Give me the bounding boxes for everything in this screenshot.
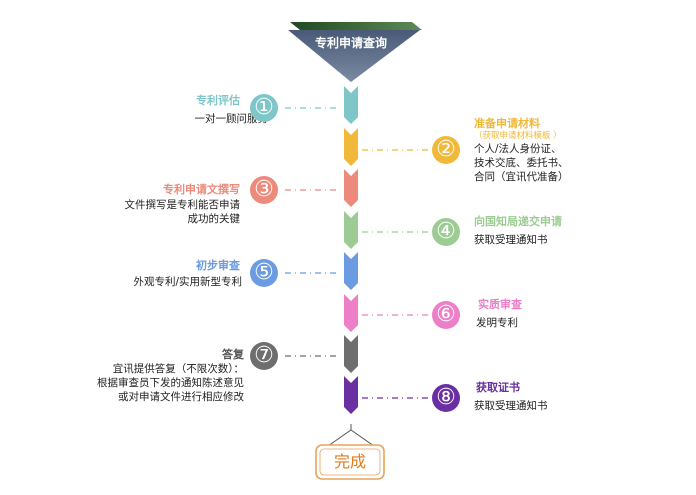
- step6-title: 实质审查: [478, 298, 522, 311]
- step8-number-circle: ⑧: [432, 384, 460, 412]
- step4-number-circle: ④: [432, 218, 460, 246]
- step2-desc-line3: 合同（宜讯代准备）: [474, 171, 569, 183]
- step3-desc-line2: 成功的关键: [187, 213, 241, 225]
- step7-title: 答复: [222, 348, 244, 361]
- step4-desc: 获取受理通知书: [474, 234, 548, 246]
- step1-title: 专利评估: [196, 94, 240, 107]
- step5-desc: 外观专利/实用新型专利: [133, 276, 242, 288]
- header-top-bar: [290, 22, 422, 30]
- arrow-segment-5: [344, 252, 358, 290]
- step1-desc: 一对一顾问服务: [194, 113, 269, 125]
- funnel-shape: [288, 30, 420, 82]
- step2-title: 准备申请材料: [474, 117, 540, 130]
- arrow-segment-2: [344, 128, 358, 166]
- arrow-segment-7: [344, 335, 358, 373]
- timeline-arrows: [344, 86, 358, 414]
- step7-number-circle: ⑦: [250, 342, 278, 370]
- step8-desc: 获取受理通知书: [474, 400, 548, 412]
- step2-number-circle: ②: [432, 136, 460, 164]
- step3-desc-line1: 文件撰写是专利能否申请: [124, 199, 241, 211]
- arrow-segment-3: [344, 169, 358, 207]
- step3-number-circle: ③: [250, 176, 278, 204]
- step6-number-circle: ⑥: [432, 301, 460, 329]
- header-funnel: [288, 22, 422, 82]
- arrow-segment-8: [344, 376, 358, 414]
- arrow-segment-6: [344, 294, 358, 332]
- step2-subtitle: （获取申请材料模板 ）: [474, 131, 562, 141]
- arrow-segment-4: [344, 211, 358, 249]
- step1-number-circle: ①: [250, 94, 278, 122]
- step5-title: 初步审查: [196, 259, 240, 272]
- finish-sign-hanger: [315, 424, 385, 480]
- step3-title: 专利申请文撰写: [163, 183, 240, 196]
- step2-desc-line1: 个人/法人身份证、: [474, 143, 562, 155]
- connector-dashes: [285, 107, 428, 399]
- step5-number-circle: ⑤: [250, 259, 278, 287]
- step7-desc-line2: 根据审查员下发的通知陈述意见: [97, 377, 244, 389]
- step6-desc: 发明专利: [476, 317, 518, 329]
- step7-desc-line3: 或对申请文件进行相应修改: [118, 391, 244, 403]
- step7-desc-line1: 宜讯提供答复（不限次数）：: [112, 363, 244, 375]
- finish-sign: 完成: [333, 452, 366, 471]
- arrow-segment-1: [344, 86, 358, 124]
- step4-title: 向国知局递交申请: [474, 215, 562, 228]
- header-title: 专利申请查询: [314, 36, 387, 50]
- step2-desc-line2: 技术交底、委托书、: [474, 157, 569, 169]
- step8-title: 获取证书: [476, 381, 520, 394]
